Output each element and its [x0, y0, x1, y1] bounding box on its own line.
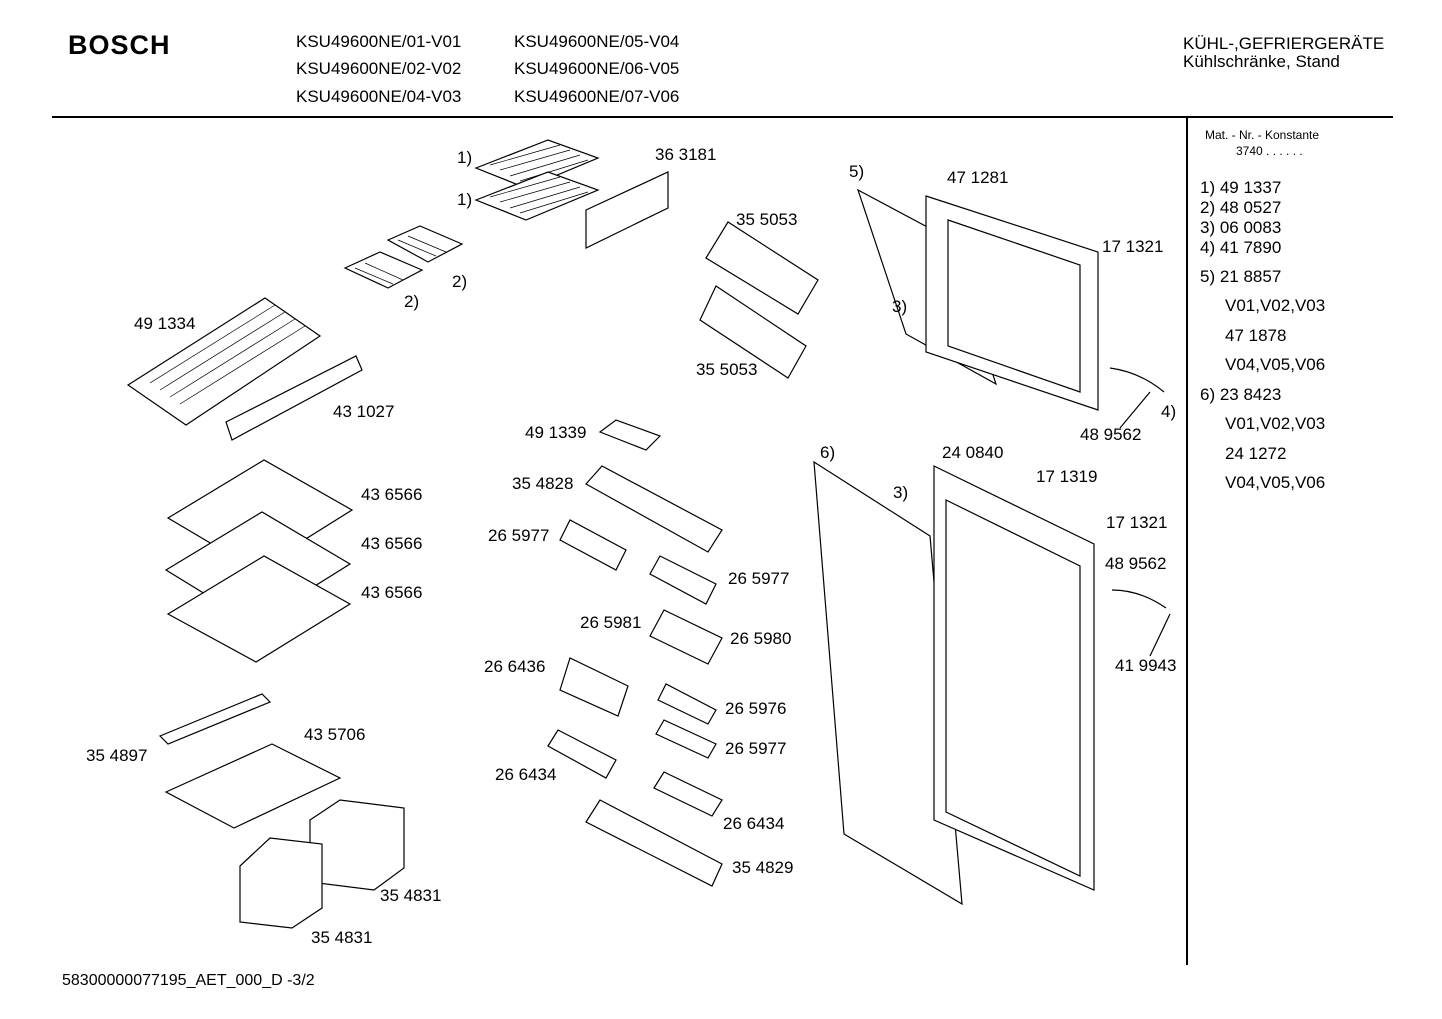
part-label: 17 1321	[1106, 513, 1168, 532]
cold-plate-part	[158, 693, 272, 745]
model-number: KSU49600NE/05-V04	[514, 32, 680, 51]
freezer-basket-part	[239, 837, 323, 929]
part-label: 26 5980	[730, 629, 792, 648]
door-bin-part	[653, 771, 723, 817]
sidebar-item: 5) 21 8857	[1200, 267, 1282, 286]
part-label: 26 5977	[728, 569, 790, 588]
part-label: 4)	[1161, 402, 1177, 421]
model-number: KSU49600NE/06-V05	[514, 59, 680, 78]
part-label: 35 4831	[380, 886, 442, 905]
sidebar-item: V04,V05,V06	[1225, 473, 1326, 492]
part-label: 36 3181	[655, 145, 717, 164]
part-label: 43 1027	[333, 402, 395, 421]
part-label: 35 4828	[512, 474, 574, 493]
part-label: 26 5981	[580, 613, 642, 632]
cover-panel-part	[585, 171, 669, 249]
freezer-basket-part	[309, 799, 405, 891]
door-bin-part	[649, 555, 717, 605]
sidebar-header: Mat. - Nr. - Konstante	[1205, 128, 1320, 142]
door-part	[933, 465, 1095, 891]
door-shelf-part	[585, 465, 723, 553]
model-number: KSU49600NE/01-V01	[296, 32, 462, 51]
door-bin-part	[559, 657, 629, 717]
part-label: 35 5053	[696, 360, 758, 379]
drawer-part	[126, 297, 322, 426]
part-label: 17 1321	[1102, 237, 1164, 256]
part-label: 24 0840	[942, 443, 1004, 462]
handle-part	[1109, 367, 1165, 393]
part-label: 2)	[452, 272, 468, 291]
model-number: KSU49600NE/07-V06	[514, 87, 680, 106]
sidebar-item: V04,V05,V06	[1225, 355, 1326, 374]
part-label: 35 4829	[732, 858, 794, 877]
sidebar-item: 1) 49 1337	[1200, 178, 1282, 197]
part-label: 35 4831	[311, 928, 373, 947]
sidebar-item: 2) 48 0527	[1200, 198, 1282, 217]
part-label: 43 6566	[361, 583, 423, 602]
ice-tray-part	[343, 225, 464, 289]
door-bin-part	[559, 519, 627, 571]
part-label: 43 5706	[304, 725, 366, 744]
part-label: 49 1339	[525, 423, 587, 442]
part-label: 35 4897	[86, 746, 148, 765]
door-rack-part	[699, 285, 807, 379]
part-label: 43 6566	[361, 485, 423, 504]
part-label: 5)	[849, 162, 865, 181]
sidebar-item: 24 1272	[1225, 444, 1287, 463]
part-label: 26 6434	[495, 765, 557, 784]
part-label: 17 1319	[1036, 467, 1098, 486]
sidebar-item: V01,V02,V03	[1225, 414, 1326, 433]
part-label: 1)	[457, 148, 473, 167]
part-label: 3)	[892, 297, 908, 316]
sidebar-constant: 3740 . . . . . .	[1236, 144, 1303, 158]
brand-logo: BOSCH	[68, 30, 171, 60]
part-label: 26 5977	[488, 526, 550, 545]
sidebar-item: 4) 41 7890	[1200, 238, 1282, 257]
part-label: 26 6434	[723, 814, 785, 833]
door-bin-part	[547, 729, 617, 779]
part-label: 26 5976	[725, 699, 787, 718]
document-id: 58300000077195_AET_000_D -3/2	[62, 972, 315, 989]
model-number: KSU49600NE/04-V03	[296, 87, 462, 106]
handle-part	[1111, 589, 1167, 609]
gasket-part	[856, 188, 998, 386]
sidebar-item: V01,V02,V03	[1225, 296, 1326, 315]
part-label: 2)	[404, 292, 420, 311]
glass-shelf-part	[166, 555, 352, 663]
part-label: 26 6436	[484, 657, 546, 676]
part-label: 47 1281	[947, 168, 1009, 187]
door-bin-part	[649, 609, 723, 665]
egg-tray-part	[598, 419, 662, 451]
part-label: 48 9562	[1105, 554, 1167, 573]
freezer-plate-part	[164, 743, 342, 829]
door-shelf-part	[585, 799, 723, 887]
sidebar-item: 6) 23 8423	[1200, 385, 1282, 404]
part-label: 41 9943	[1115, 656, 1177, 675]
part-label: 49 1334	[134, 314, 196, 333]
sidebar-item: 3) 06 0083	[1200, 218, 1282, 237]
part-label: 1)	[457, 190, 473, 209]
part-label: 26 5977	[725, 739, 787, 758]
door-bin-part	[655, 719, 717, 759]
part-label: 35 5053	[736, 210, 798, 229]
part-label: 6)	[820, 443, 836, 462]
door-bin-part	[657, 683, 717, 725]
front-strip-part	[225, 355, 363, 441]
tray-part	[474, 139, 600, 221]
part-label: 3)	[893, 483, 909, 502]
door-part	[925, 195, 1099, 411]
part-label: 43 6566	[361, 534, 423, 553]
sidebar-item: 47 1878	[1225, 326, 1287, 345]
gasket-part	[813, 460, 963, 906]
door-rack-part	[705, 221, 819, 315]
category-subtitle: Kühlschränke, Stand	[1183, 52, 1340, 71]
model-number: KSU49600NE/02-V02	[296, 59, 462, 78]
part-label: 48 9562	[1080, 425, 1142, 444]
category-title: KÜHL-,GEFRIERGERÄTE	[1183, 34, 1385, 53]
